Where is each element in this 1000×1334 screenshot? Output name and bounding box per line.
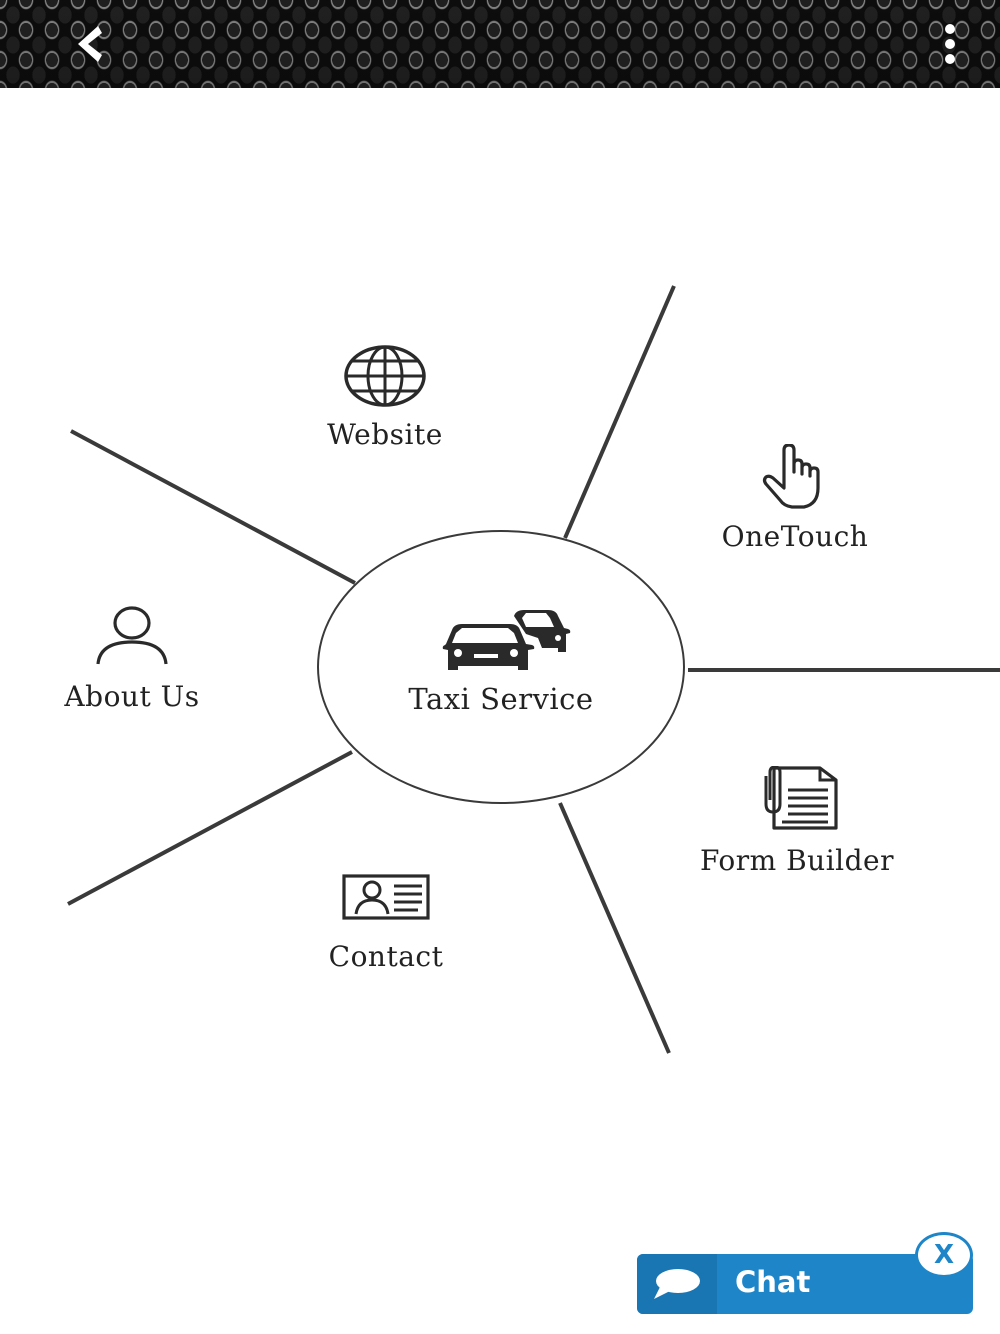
contact-card-icon: [342, 874, 430, 920]
more-options-button[interactable]: [930, 14, 970, 74]
menu-item-form-builder[interactable]: Form Builder: [672, 766, 922, 877]
menu-item-label: Contact: [328, 940, 444, 973]
chevron-left-icon: [78, 26, 102, 62]
hand-pointer-icon: [762, 444, 820, 509]
menu-item-label: About Us: [64, 680, 200, 713]
chat-widget-button[interactable]: Chat X: [637, 1232, 973, 1314]
hub-label: Taxi Service: [408, 682, 594, 716]
menu-item-website[interactable]: Website: [300, 344, 470, 451]
back-button[interactable]: [60, 14, 120, 74]
header-bar: [0, 0, 1000, 88]
hub-taxi-service[interactable]: Taxi Service: [317, 530, 685, 804]
globe-icon: [344, 345, 426, 407]
chat-icon-box: [637, 1254, 717, 1314]
menu-item-contact[interactable]: Contact: [300, 874, 472, 973]
document-clip-icon: [764, 766, 838, 830]
taxi-cars-icon: [442, 610, 571, 670]
more-vertical-icon: [945, 24, 955, 64]
chat-close-button[interactable]: X: [915, 1232, 973, 1278]
menu-item-label: Website: [327, 418, 443, 451]
menu-item-label: OneTouch: [721, 520, 869, 553]
chat-label: Chat: [735, 1265, 811, 1299]
menu-item-about-us[interactable]: About Us: [42, 606, 222, 713]
menu-item-onetouch[interactable]: OneTouch: [690, 444, 900, 553]
user-icon: [96, 606, 168, 665]
menu-item-label: Form Builder: [700, 844, 894, 877]
speech-bubble-icon: [654, 1269, 700, 1299]
